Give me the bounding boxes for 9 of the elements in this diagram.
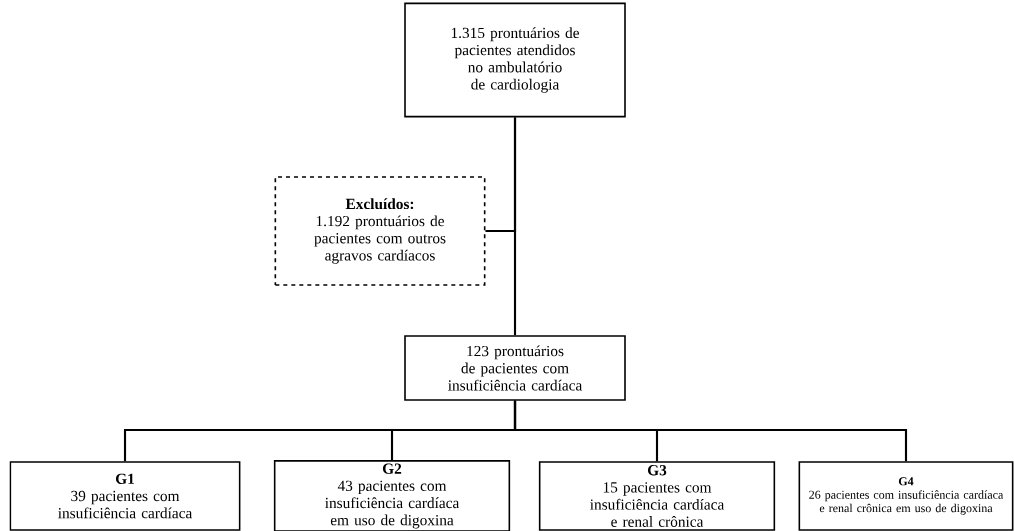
process-box: 1.315 prontuários de pacientes atendidos no ambulatório de cardiologia xyxy=(404,2,626,118)
process-box: G2 43 pacientes com insuficiência cardíaca em uso de digoxina xyxy=(273,460,511,531)
process-box: 123 prontuários de pacientes com insuficiência cardíaca xyxy=(404,335,626,401)
exclusion-box: Excluídos: 1.192 prontuários de pacientes com outros agravos cardíacos xyxy=(274,176,486,286)
process-box: G4 26 pacientes com insuficiência cardíaca e renal crônica em uso de digoxina xyxy=(798,461,1014,531)
connector-line xyxy=(513,400,908,462)
connector-line xyxy=(485,117,517,233)
process-box: G1 39 pacientes com insuficiência cardíaca xyxy=(9,461,241,531)
process-box: G3 15 pacientes com insuficiência cardíaca e renal crônica xyxy=(538,461,776,531)
